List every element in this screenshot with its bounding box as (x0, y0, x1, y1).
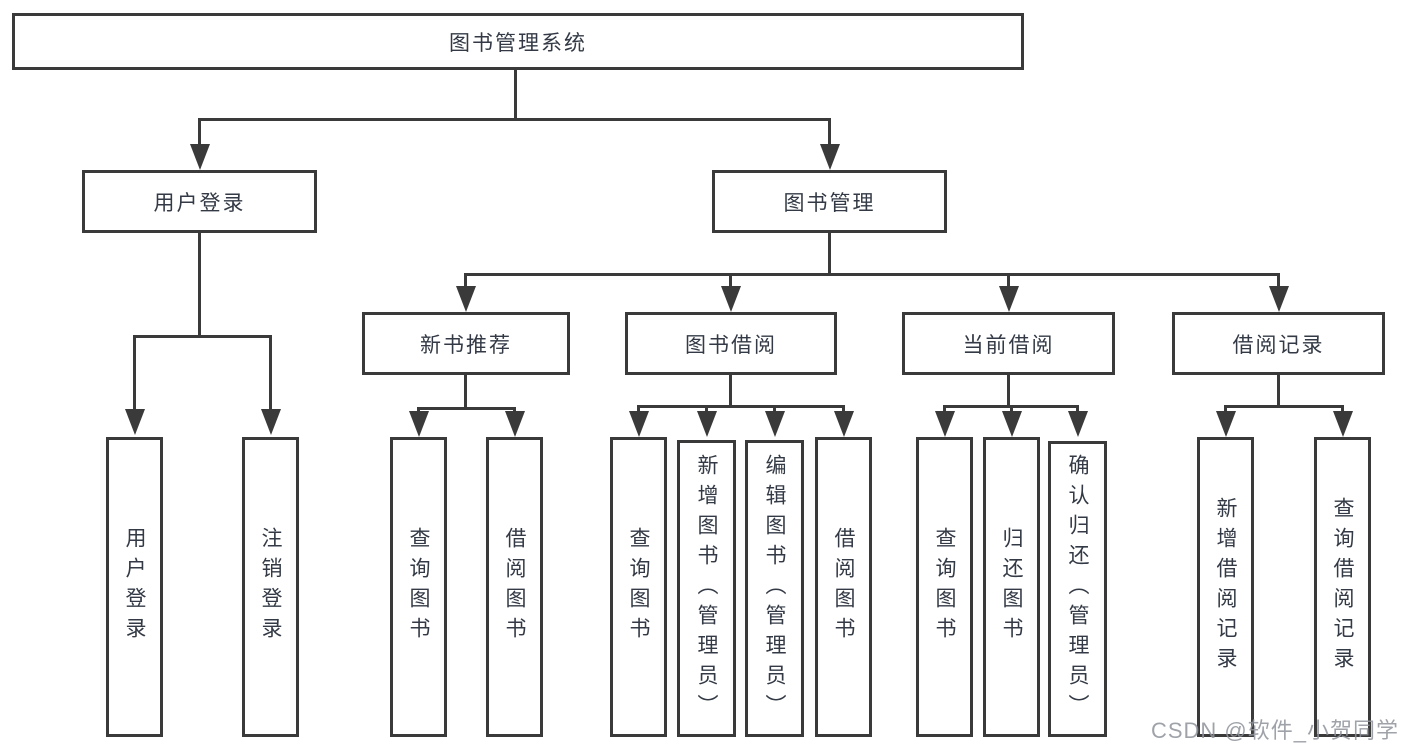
node-new-book-recommendation: 新书推荐 (362, 312, 570, 375)
arrow-to-user-login (189, 118, 210, 170)
connector-root-branch (198, 118, 831, 121)
node-library-management-system: 图书管理系统 (12, 13, 1024, 70)
arrow-to-book-borrowing (720, 273, 741, 312)
node-label: 借阅图书 (503, 527, 526, 647)
node-rec-query-books: 查询图书 (390, 437, 447, 737)
connector-book-management-stem (828, 233, 831, 273)
connector-borrowing-branch (637, 405, 845, 408)
node-bb-query-books: 查询图书 (610, 437, 667, 737)
node-current-borrowing: 当前借阅 (902, 312, 1115, 375)
node-book-borrowing: 图书借阅 (625, 312, 837, 375)
node-br-add-borrow-record: 新增借阅记录 (1197, 437, 1254, 737)
arrow-to-current-borrowing (998, 273, 1019, 312)
arrow-to-user-login-leaf (124, 335, 145, 435)
node-label: 归还图书 (1000, 527, 1023, 647)
arrow-to-bb-edit-book (764, 405, 785, 437)
node-label: 新增借阅记录 (1214, 497, 1237, 677)
node-label: 借阅图书 (832, 527, 855, 647)
connector-borrowing-stem (729, 375, 732, 405)
node-user-login: 用户登录 (82, 170, 317, 233)
arrow-to-bb-borrow-books (833, 405, 854, 437)
arrow-to-borrowing-records (1268, 273, 1289, 312)
arrow-to-bb-add-book (696, 405, 717, 437)
node-label: 查询图书 (627, 527, 650, 647)
node-label: 图书管理 (783, 191, 876, 215)
node-rec-borrow-books: 借阅图书 (486, 437, 543, 737)
node-label: 编辑图书（管理员） (763, 453, 786, 724)
node-label: 新增图书（管理员） (695, 453, 718, 724)
node-bb-add-book-admin: 新增图书（管理员） (677, 440, 736, 737)
arrow-to-cb-confirm-return (1067, 405, 1088, 437)
connector-user-login-stem (198, 233, 201, 335)
node-cb-return-book: 归还图书 (983, 437, 1040, 737)
arrow-to-new-book-recommendation (455, 273, 476, 312)
arrow-to-book-management (819, 118, 840, 170)
node-label: 注销登录 (259, 527, 282, 647)
arrow-to-bb-query-books (628, 405, 649, 437)
watermark-text: CSDN @软件_小贺同学 (1150, 718, 1399, 743)
node-br-query-borrow-record: 查询借阅记录 (1314, 437, 1371, 737)
arrow-to-rec-query-books (408, 407, 429, 437)
node-label: 借阅记录 (1232, 333, 1325, 357)
node-bb-edit-book-admin: 编辑图书（管理员） (745, 440, 804, 737)
connector-recommendation-branch (417, 407, 516, 410)
arrow-to-logout-leaf (260, 335, 281, 435)
node-label: 图书管理系统 (449, 31, 587, 55)
node-label: 图书借阅 (685, 333, 777, 357)
node-book-management: 图书管理 (712, 170, 947, 233)
node-label: 新书推荐 (420, 333, 512, 357)
connector-user-login-branch (133, 335, 272, 338)
node-bb-borrow-books: 借阅图书 (815, 437, 872, 737)
node-label: 用户登录 (153, 191, 246, 215)
connector-records-branch (1224, 405, 1344, 408)
arrow-to-br-query-record (1332, 405, 1353, 437)
node-label: 用户登录 (123, 527, 146, 647)
arrow-to-rec-borrow-books (504, 407, 525, 437)
connector-recommendation-stem (464, 375, 467, 407)
node-cb-query-books: 查询图书 (916, 437, 973, 737)
node-cb-confirm-return-admin: 确认归还（管理员） (1048, 441, 1107, 737)
node-user-login-leaf: 用户登录 (106, 437, 163, 737)
connector-records-stem (1277, 375, 1280, 405)
node-label: 查询图书 (407, 527, 430, 647)
node-label: 查询借阅记录 (1331, 497, 1354, 677)
node-label: 当前借阅 (962, 333, 1055, 357)
arrow-to-br-add-record (1215, 405, 1236, 437)
connector-book-management-branch (464, 273, 1280, 276)
arrow-to-cb-query-books (934, 405, 955, 437)
node-label: 查询图书 (933, 527, 956, 647)
node-borrowing-records: 借阅记录 (1172, 312, 1385, 375)
connector-current-stem (1007, 375, 1010, 405)
node-logout-leaf: 注销登录 (242, 437, 299, 737)
connector-root-stem (514, 70, 517, 118)
node-label: 确认归还（管理员） (1066, 454, 1089, 724)
arrow-to-cb-return-book (1001, 405, 1022, 437)
